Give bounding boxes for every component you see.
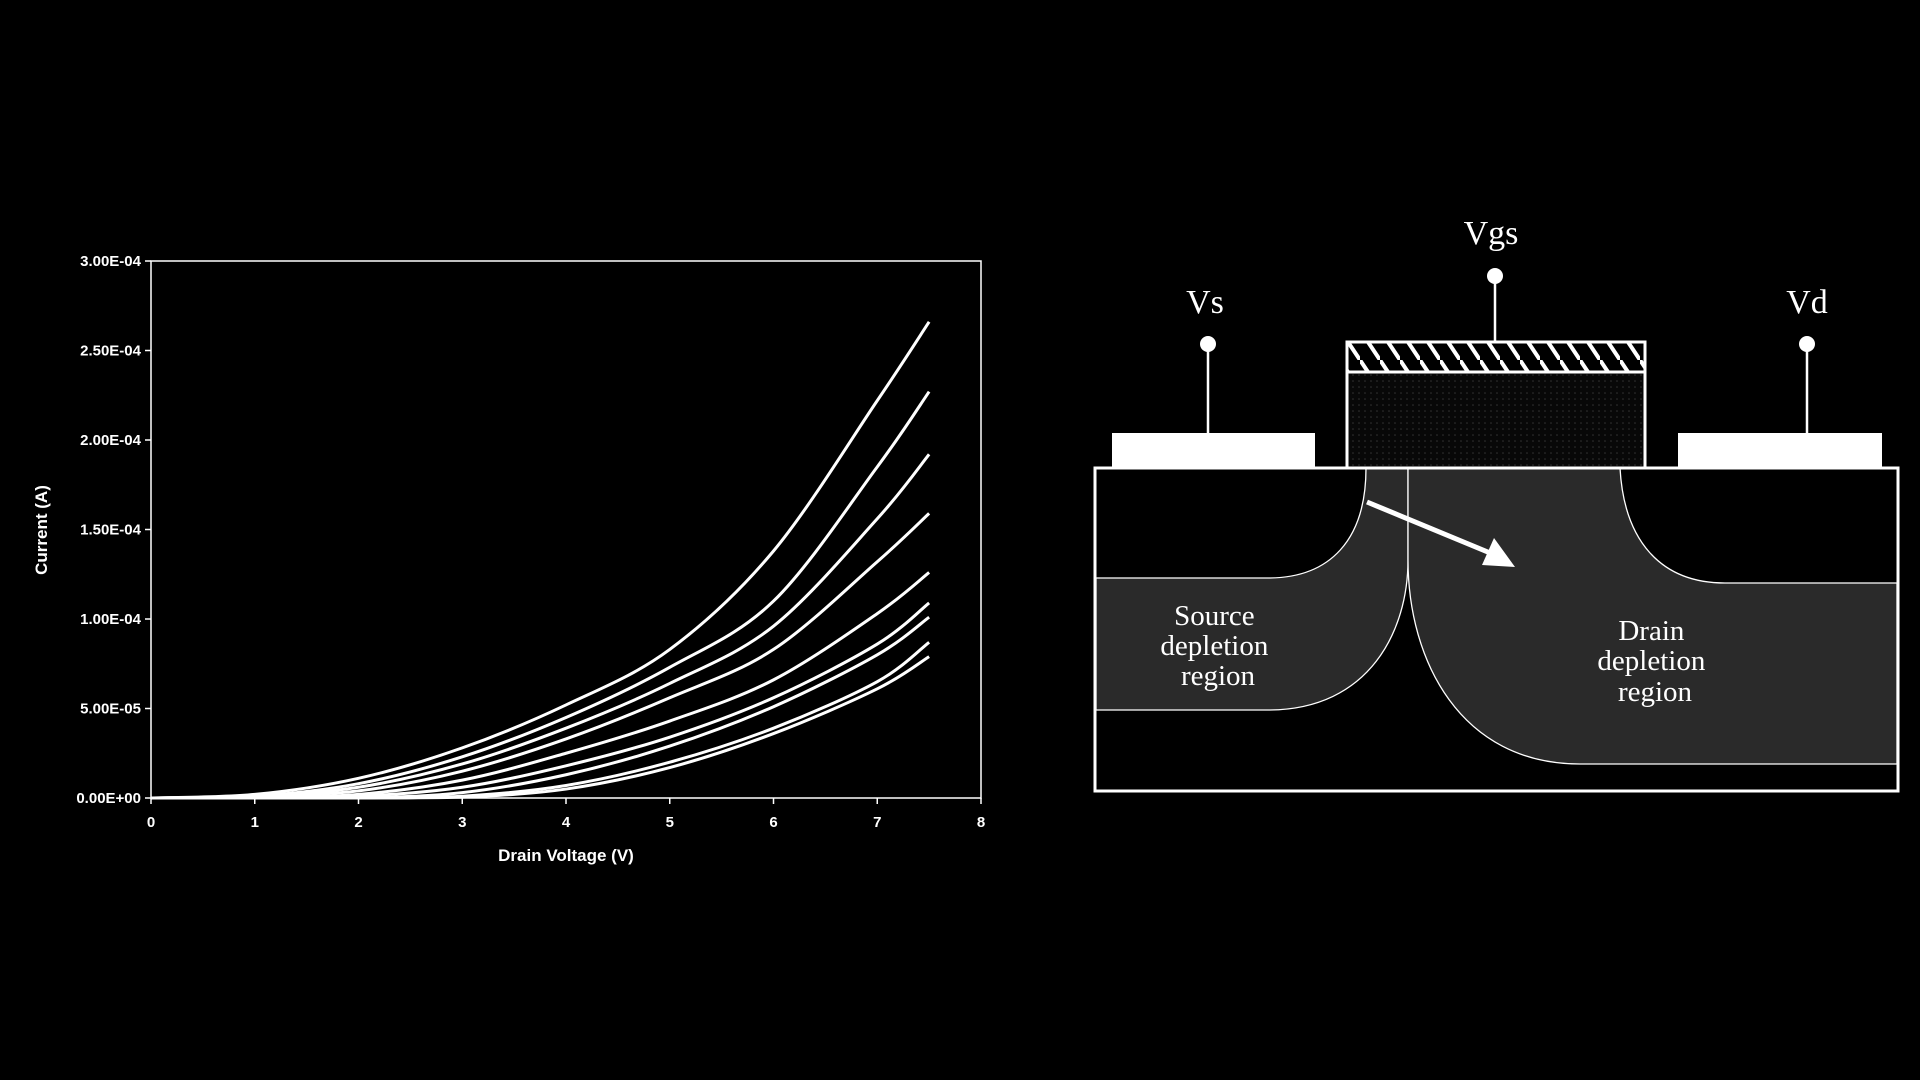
source-terminal <box>1200 336 1216 433</box>
series-line-curve-4 <box>150 512 931 800</box>
current-arrow-icon <box>1366 499 1515 567</box>
gate-dielectric <box>1345 370 1647 470</box>
label-vgs: Vgs <box>1464 215 1519 252</box>
gate-metal <box>1345 340 1647 374</box>
source-contact <box>1112 433 1315 468</box>
y-tick-label: 0.00E+00 <box>76 790 141 807</box>
y-tick-label: 5.00E-05 <box>80 701 141 718</box>
y-tick-label: 1.00E-04 <box>80 611 142 628</box>
y-tick-label: 3.00E-04 <box>80 253 142 270</box>
x-tick-label: 4 <box>562 814 571 831</box>
y-tick-label: 1.50E-04 <box>80 522 142 539</box>
x-axis-title: Drain Voltage (V) <box>498 846 634 865</box>
gate-terminal <box>1487 268 1503 342</box>
y-tick-label: 2.00E-04 <box>80 432 142 449</box>
x-tick-label: 8 <box>977 814 985 831</box>
x-tick-label: 1 <box>251 814 259 831</box>
y-tick-label: 2.50E-04 <box>80 343 142 360</box>
drain-terminal <box>1799 336 1815 433</box>
series-line-curve-1 <box>150 321 931 800</box>
series-line-curve-9 <box>150 655 930 800</box>
drain-region-label: Drain depletion region <box>1597 615 1712 708</box>
source-depletion-region <box>1095 467 1409 711</box>
x-tick-label: 0 <box>147 814 155 831</box>
x-tick-label: 3 <box>458 814 466 831</box>
drain-contact <box>1678 433 1882 468</box>
x-tick-label: 5 <box>666 814 674 831</box>
x-tick-label: 2 <box>354 814 362 831</box>
source-region-label: Source depletion region <box>1160 600 1275 692</box>
label-vs: Vs <box>1186 284 1224 321</box>
x-tick-label: 6 <box>769 814 777 831</box>
x-tick-label: 7 <box>873 814 881 831</box>
y-axis-title: Current (A) <box>32 485 51 575</box>
drain-depletion-region <box>1407 467 1898 765</box>
label-vd: Vd <box>1786 284 1828 321</box>
